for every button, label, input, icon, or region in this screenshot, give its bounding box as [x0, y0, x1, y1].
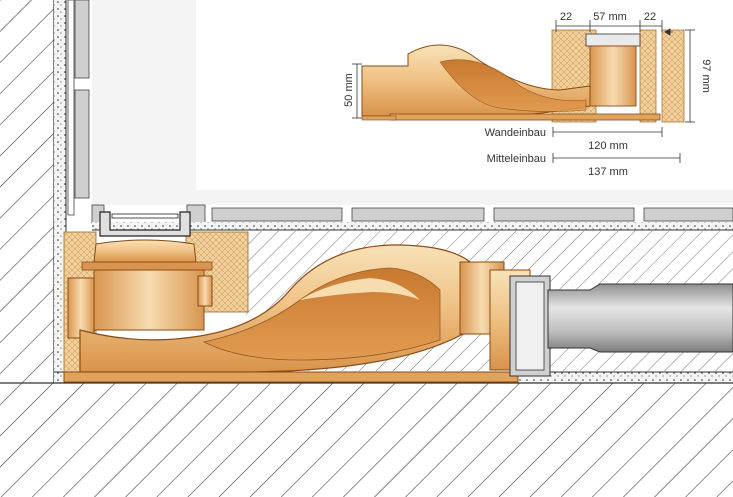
row-label-mitteleinbau: Mitteleinbau — [487, 153, 546, 165]
row-value-mitteleinbau: 137 mm — [588, 166, 628, 178]
inset-dimension-lines — [352, 20, 695, 163]
dim-height-right: 97 mm — [700, 59, 712, 93]
drain-body — [63, 239, 531, 383]
dim-height-left: 50 mm — [343, 73, 355, 107]
drain-frame — [99, 211, 191, 237]
wall — [0, 0, 67, 383]
drain-pipe — [509, 275, 733, 377]
dim-top-right: 22 — [644, 11, 656, 23]
wall-tiles — [67, 0, 90, 216]
dim-top-left: 22 — [560, 11, 572, 23]
row-label-wandeinbau: Wandeinbau — [485, 127, 546, 139]
subfloor — [0, 382, 733, 497]
row-value-wandeinbau: 120 mm — [588, 140, 628, 152]
dim-top-middle: 57 mm — [593, 11, 627, 23]
inset-drain — [361, 29, 685, 123]
